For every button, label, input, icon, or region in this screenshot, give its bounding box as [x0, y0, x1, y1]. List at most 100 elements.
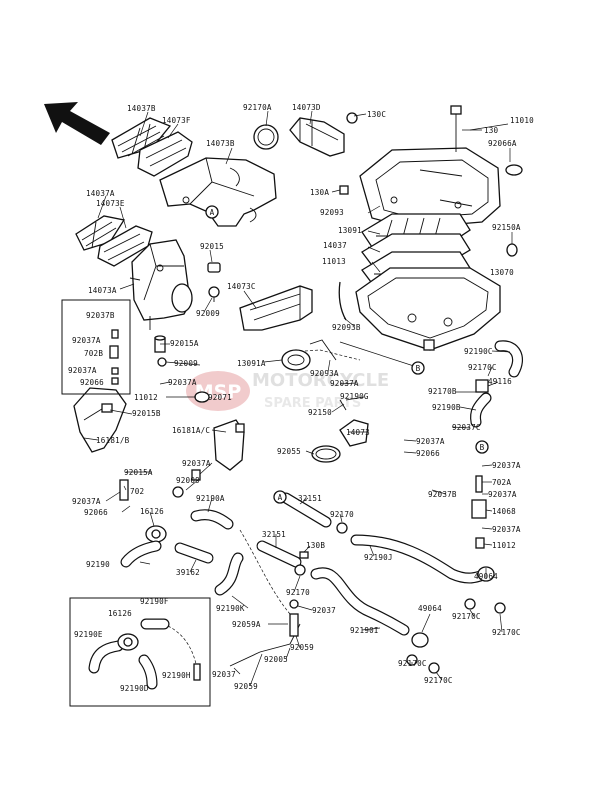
- part-label[interactable]: 92066: [84, 508, 108, 517]
- part-label[interactable]: 16181/B: [96, 436, 130, 445]
- part-label[interactable]: 92170A: [243, 103, 272, 112]
- part-label[interactable]: 92190E: [74, 630, 103, 639]
- part-label[interactable]: 92015B: [132, 409, 161, 418]
- part-label[interactable]: 39162: [176, 568, 200, 577]
- part-label[interactable]: 92059: [290, 643, 314, 652]
- part-label[interactable]: 14037A: [86, 189, 115, 198]
- duct-14073f[interactable]: [137, 131, 193, 177]
- duct-14073d[interactable]: [289, 112, 358, 157]
- part-label[interactable]: 92037A: [72, 497, 101, 506]
- part-label[interactable]: 16126: [108, 609, 132, 618]
- reservoir-16181b[interactable]: [73, 387, 127, 453]
- part-label[interactable]: 92190: [86, 560, 110, 569]
- part-label[interactable]: 13091: [338, 226, 362, 235]
- part-label[interactable]: 92037: [312, 606, 336, 615]
- plug-92015a[interactable]: [154, 335, 166, 353]
- drain-702[interactable]: [119, 479, 129, 501]
- part-label[interactable]: 92066A: [488, 139, 517, 148]
- duct-14073e[interactable]: [97, 225, 153, 267]
- part-label[interactable]: 92071: [208, 393, 232, 402]
- part-label[interactable]: 130C: [367, 110, 386, 119]
- duct-14073a[interactable]: [129, 239, 193, 330]
- hose-92190j[interactable]: [350, 534, 492, 584]
- o-ring-92055[interactable]: [311, 445, 341, 463]
- part-label[interactable]: 92190G: [340, 392, 369, 401]
- part-label[interactable]: 92170: [330, 510, 354, 519]
- part-label[interactable]: 130: [484, 126, 499, 135]
- clamp-92037[interactable]: [289, 599, 299, 609]
- part-label[interactable]: 14073F: [162, 116, 191, 125]
- part-label[interactable]: 11010: [510, 116, 534, 125]
- bolt-130a[interactable]: [339, 185, 349, 195]
- part-label[interactable]: 92037A: [68, 366, 97, 375]
- part-label[interactable]: 11013: [322, 257, 346, 266]
- part-label[interactable]: 92093A: [310, 369, 339, 378]
- duct-cover-14037b[interactable]: [111, 117, 172, 159]
- bolt-92009-lower[interactable]: [172, 486, 184, 498]
- plug-92015a-lower[interactable]: [191, 469, 201, 481]
- part-label[interactable]: 92170C: [468, 363, 497, 372]
- duct-cover-14037a[interactable]: [75, 215, 126, 251]
- part-label[interactable]: 92170C: [492, 628, 521, 637]
- part-label[interactable]: 49064: [474, 572, 498, 581]
- part-label[interactable]: 92037B: [86, 311, 115, 320]
- part-label[interactable]: 92150: [308, 408, 332, 417]
- bolt-92015[interactable]: [207, 262, 221, 273]
- hose-92190k[interactable]: [214, 552, 244, 596]
- duct-14073c[interactable]: [239, 285, 313, 331]
- pipe-32151-lower[interactable]: [256, 540, 302, 568]
- part-label[interactable]: 702B: [84, 349, 103, 358]
- part-label[interactable]: 16126: [140, 507, 164, 516]
- part-label[interactable]: 92190B: [432, 403, 461, 412]
- joint-49116[interactable]: [475, 379, 489, 393]
- part-label[interactable]: 14073A: [88, 286, 117, 295]
- part-label[interactable]: 14073E: [96, 199, 125, 208]
- part-label[interactable]: 92059A: [232, 620, 261, 629]
- part-label[interactable]: 14073: [346, 428, 370, 437]
- part-label[interactable]: 130A: [310, 188, 329, 197]
- pipe-92093a[interactable]: [309, 339, 337, 361]
- part-label[interactable]: 92190K: [216, 604, 245, 613]
- clamp-92170c-d[interactable]: [428, 662, 440, 674]
- part-label[interactable]: 14037B: [127, 104, 156, 113]
- duct-14073b[interactable]: [159, 157, 277, 227]
- clamp-92170-upper[interactable]: [336, 522, 348, 534]
- part-label[interactable]: 92037A: [492, 461, 521, 470]
- clamp-92170-lower[interactable]: [294, 564, 306, 576]
- part-label[interactable]: 92170: [286, 588, 310, 597]
- part-label[interactable]: 92190J: [364, 553, 393, 562]
- clamp-92170c-b[interactable]: [494, 602, 506, 614]
- part-label[interactable]: 92037A: [492, 525, 521, 534]
- part-label[interactable]: 14068: [492, 507, 516, 516]
- part-label[interactable]: 11012: [134, 393, 158, 402]
- part-label[interactable]: 92005: [264, 655, 288, 664]
- part-label[interactable]: 92190I: [350, 626, 379, 635]
- part-label[interactable]: 92190C: [464, 347, 493, 356]
- tube-92059[interactable]: [229, 529, 301, 667]
- cap-92066a[interactable]: [505, 164, 523, 176]
- air-cleaner-case[interactable]: [355, 267, 501, 351]
- part-label[interactable]: 92015: [200, 242, 224, 251]
- part-label[interactable]: 130B: [306, 541, 325, 550]
- part-label[interactable]: 49116: [488, 377, 512, 386]
- hose-92190i[interactable]: [310, 567, 410, 636]
- part-label[interactable]: 32151: [298, 494, 322, 503]
- part-label[interactable]: 92037A: [182, 459, 211, 468]
- bolt-130[interactable]: [450, 105, 462, 152]
- hose-92190[interactable]: [120, 540, 162, 568]
- fitting-11012[interactable]: [475, 537, 485, 549]
- air-cleaner-housing-11010[interactable]: [359, 147, 501, 229]
- clamp-92170c-c[interactable]: [406, 654, 418, 666]
- clamp-92170a[interactable]: [253, 124, 279, 150]
- part-label[interactable]: 92037A: [416, 437, 445, 446]
- part-label[interactable]: 702A: [492, 478, 511, 487]
- part-label[interactable]: 92150A: [492, 223, 521, 232]
- part-label[interactable]: 92037A: [488, 490, 517, 499]
- part-label[interactable]: 49064: [418, 604, 442, 613]
- breather-14073[interactable]: [339, 419, 369, 447]
- part-label[interactable]: 92170B: [428, 387, 457, 396]
- part-label[interactable]: 92093: [320, 208, 344, 217]
- seal-13091a[interactable]: [281, 349, 311, 371]
- seal-92093b[interactable]: [338, 281, 347, 321]
- part-label[interactable]: 92037A: [168, 378, 197, 387]
